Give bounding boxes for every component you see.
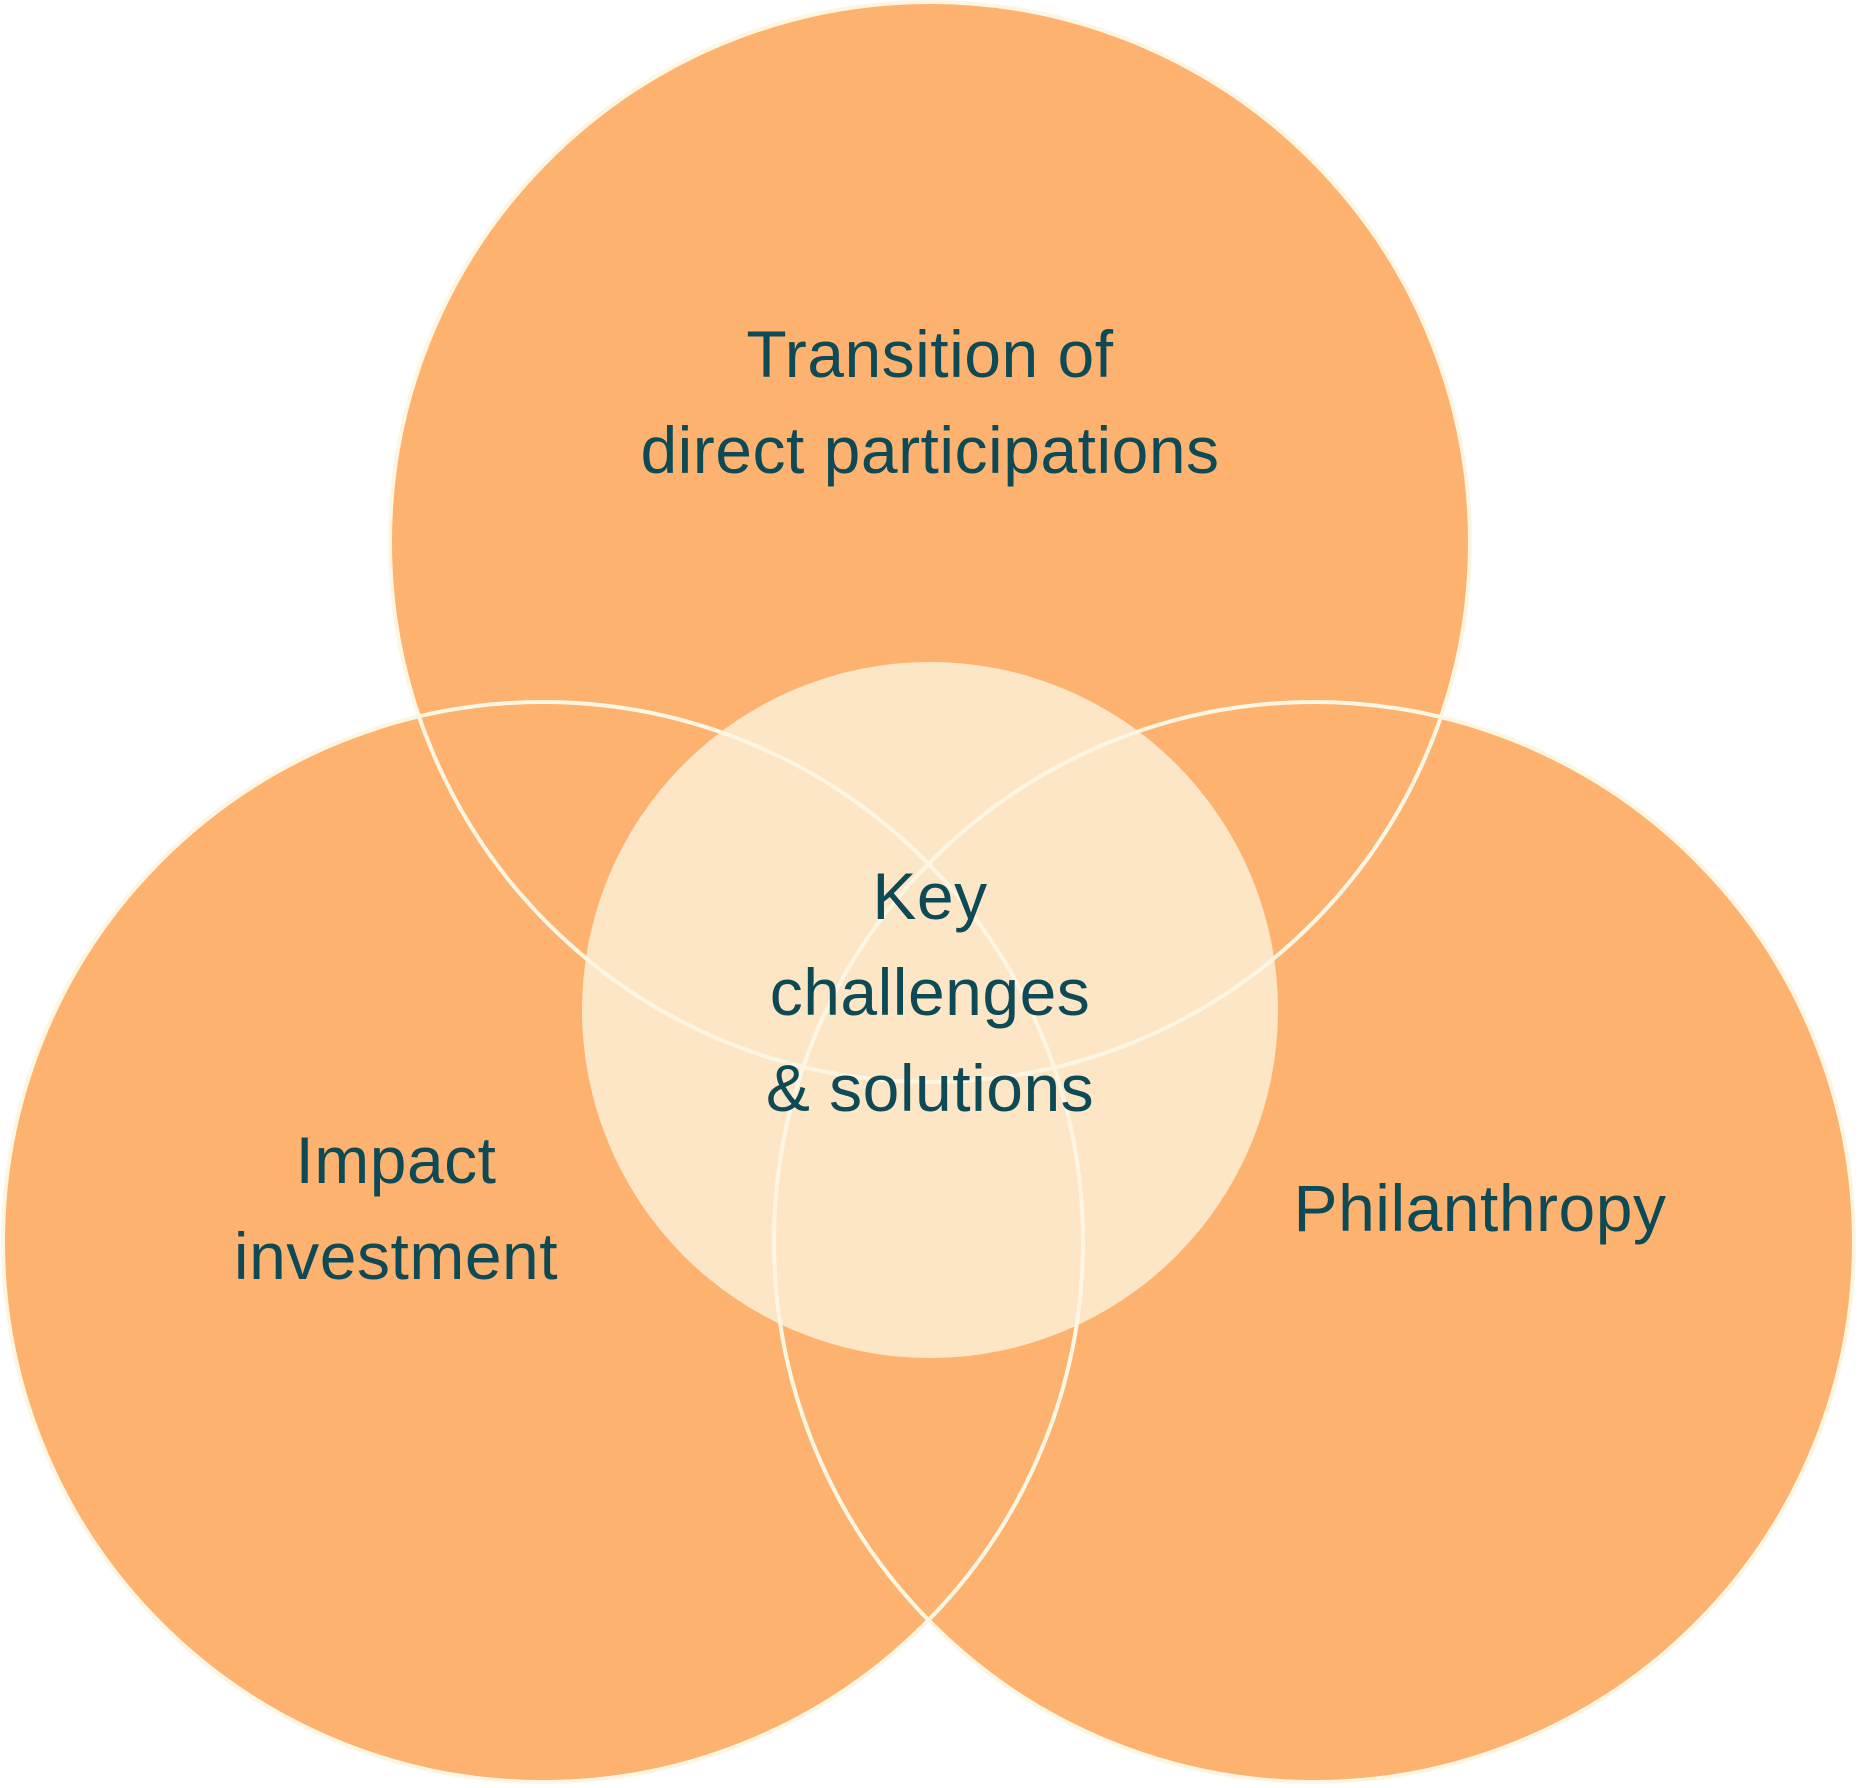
label-right-line1: Philanthropy [1293, 1171, 1667, 1245]
circle-top-outline [388, 0, 1472, 1084]
label-key-challenges-and-solutions: Key challenges & solutions [630, 848, 1230, 1136]
label-center-line3: & solutions [765, 1051, 1095, 1125]
label-left-line1: Impact [295, 1123, 497, 1197]
label-top-line2: direct participations [640, 413, 1220, 487]
circle-left-outline [1, 700, 1085, 1784]
label-center-line2: challenges [769, 955, 1091, 1029]
circle-right-outline [772, 700, 1856, 1784]
label-impact-investment: Impact investment [96, 1112, 696, 1304]
label-top-line1: Transition of [746, 317, 1114, 391]
label-transition-of-direct-participations: Transition of direct participations [430, 306, 1430, 498]
circle-center-fill [582, 662, 1278, 1358]
label-left-line2: investment [233, 1219, 559, 1293]
label-center-line1: Key [872, 859, 988, 933]
label-philanthropy: Philanthropy [1180, 1160, 1780, 1256]
